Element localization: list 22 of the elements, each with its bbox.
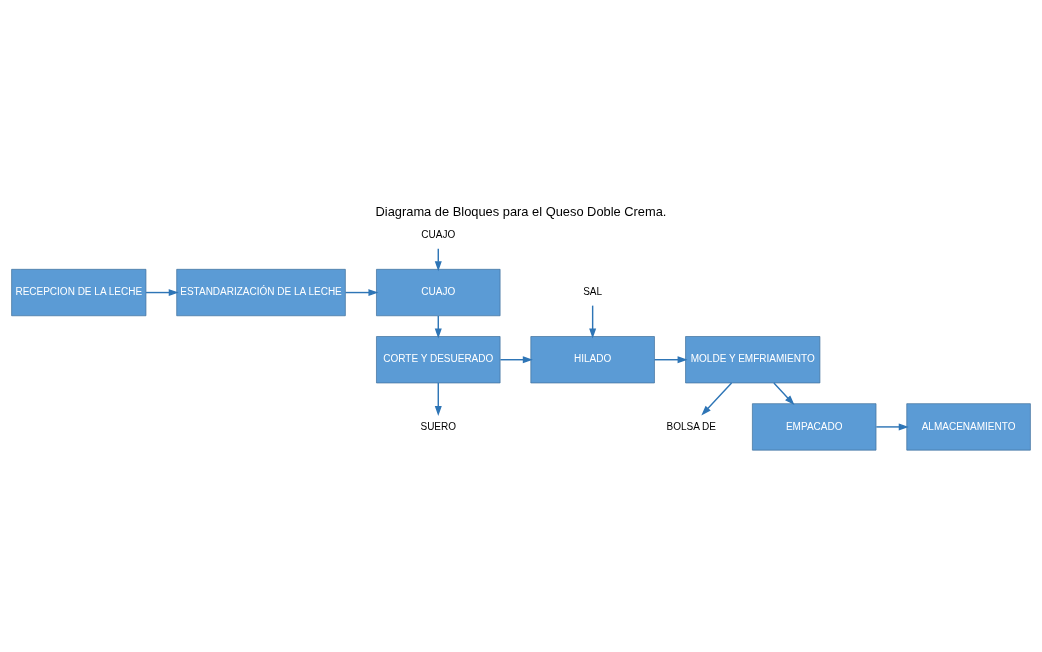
node-box: ESTANDARIZACIÓN DE LA LECHE — [176, 268, 346, 316]
diagram-title: Diagrama de Bloques para el Queso Doble Crema. — [375, 203, 667, 219]
arrow — [701, 381, 733, 415]
arrow — [434, 381, 442, 416]
node-box: ALMACENAMIENTO — [906, 402, 1031, 450]
arrow — [875, 422, 909, 430]
arrow — [499, 355, 533, 363]
node-box: CUAJO — [376, 268, 501, 316]
arrow — [344, 288, 379, 296]
arrow — [653, 355, 688, 363]
node-box: CORTE Y DESUERADO — [376, 335, 501, 383]
node-text: BOLSA DE — [666, 420, 717, 432]
node-text: SAL — [583, 285, 603, 297]
node-box: EMPACADO — [752, 402, 877, 450]
node-text: CUAJO — [421, 228, 456, 240]
node-box: HILADO — [530, 335, 655, 383]
node-box: MOLDE Y EMFRIAMIENTO — [685, 335, 821, 383]
node-text: SUERO — [420, 420, 457, 432]
arrow — [773, 381, 795, 405]
arrow — [589, 304, 597, 338]
node-box: RECEPCION DE LA LECHE — [11, 268, 147, 316]
arrow — [145, 288, 179, 296]
